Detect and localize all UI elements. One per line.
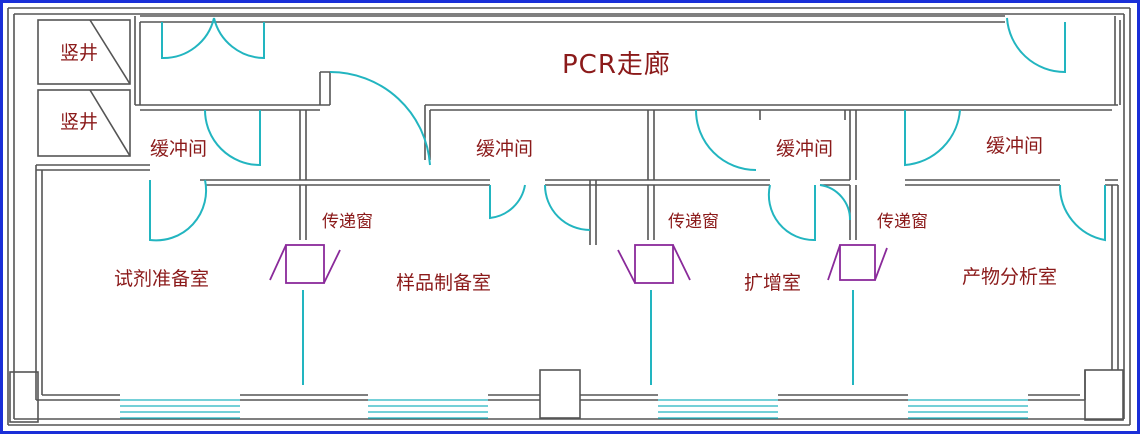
doors [149, 17, 1106, 385]
buffer-label-2: 缓冲间 [476, 138, 534, 160]
shaft-label-1: 竖井 [60, 42, 99, 64]
buffer-label-1: 缓冲间 [150, 138, 208, 160]
room-label-reagent: 试剂准备室 [114, 268, 210, 290]
pass-window-label-1: 传递窗 [322, 212, 373, 232]
room-label-amplify: 扩增室 [744, 272, 802, 294]
pass-window-1-symbol [269, 244, 341, 284]
room-label-analysis: 产物分析室 [962, 266, 1058, 288]
room-label-sample: 样品制备室 [396, 272, 492, 294]
buffer-label-3: 缓冲间 [776, 138, 834, 160]
pass-window-3-symbol [827, 244, 888, 281]
pass-window-label-2: 传递窗 [668, 212, 719, 232]
walls [7, 7, 1131, 426]
pass-window-symbols [269, 244, 888, 284]
pass-window-2-symbol [617, 244, 691, 284]
corridor-label: PCR走廊 [562, 50, 671, 80]
pass-window-label-3: 传递窗 [877, 212, 928, 232]
shaft-label-2: 竖井 [60, 111, 99, 133]
windows [120, 399, 1028, 419]
buffer-label-4: 缓冲间 [986, 135, 1044, 157]
